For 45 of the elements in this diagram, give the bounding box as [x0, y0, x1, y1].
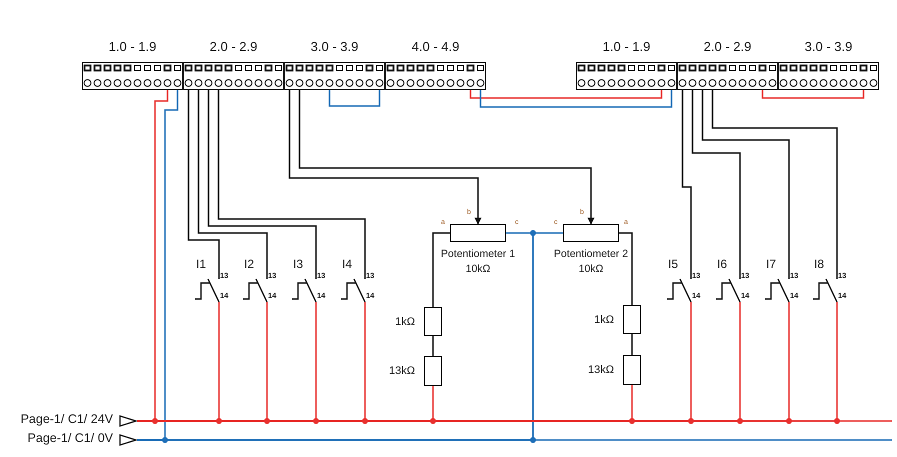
- terminal-range-label: 3.0 - 3.9: [804, 40, 852, 55]
- component-label: 13kΩ: [389, 365, 415, 378]
- switch-label: I1: [196, 258, 206, 272]
- terminal-range-label: 1.0 - 1.9: [108, 40, 156, 55]
- wire: [470, 90, 662, 99]
- wire: [692, 90, 741, 279]
- switch-label: I2: [244, 258, 254, 272]
- switch-label: I3: [293, 258, 304, 272]
- arrow: [288, 90, 482, 225]
- terminal-range-label: 2.0 - 2.9: [704, 40, 752, 55]
- wire: [208, 90, 317, 279]
- jumper-wire: [328, 90, 380, 107]
- net-label: Page-1/ C1/ 24V: [20, 412, 113, 426]
- wire: [432, 232, 450, 307]
- switch-label: I7: [766, 258, 776, 272]
- wire: [619, 232, 633, 305]
- component-label: Potentiometer 2: [554, 248, 628, 260]
- component-label: 1kΩ: [594, 314, 614, 326]
- component-label: Potentiometer 1: [440, 248, 516, 260]
- wire: [631, 334, 633, 355]
- terminal-range-label: 4.0 - 4.9: [412, 40, 460, 55]
- switch-label: I4: [342, 258, 352, 272]
- wire: [480, 90, 672, 108]
- component-label: 13kΩ: [588, 364, 614, 377]
- wire: [218, 90, 366, 279]
- wire: [762, 90, 864, 99]
- component-label: 1kΩ: [395, 316, 415, 328]
- switch-label: I5: [668, 258, 678, 272]
- switch-label: I6: [717, 258, 728, 272]
- component-label: 10kΩ: [578, 263, 604, 276]
- wire: [188, 90, 220, 279]
- component-label: 10kΩ: [466, 263, 490, 276]
- terminal-range-label: 1.0 - 1.9: [602, 40, 650, 55]
- wire: [198, 90, 268, 279]
- arrow: [298, 90, 594, 225]
- switch-label: I8: [814, 258, 824, 272]
- wire: [682, 90, 692, 279]
- wire: [137, 420, 892, 422]
- net-label: Page-1/ C1/ 0V: [28, 431, 113, 446]
- wire: [432, 336, 434, 356]
- wire: [137, 439, 892, 441]
- terminal-range-label: 2.0 - 2.9: [210, 40, 258, 55]
- terminal-range-label: 3.0 - 3.9: [310, 40, 358, 55]
- wire: [712, 90, 838, 279]
- wire: [702, 90, 790, 279]
